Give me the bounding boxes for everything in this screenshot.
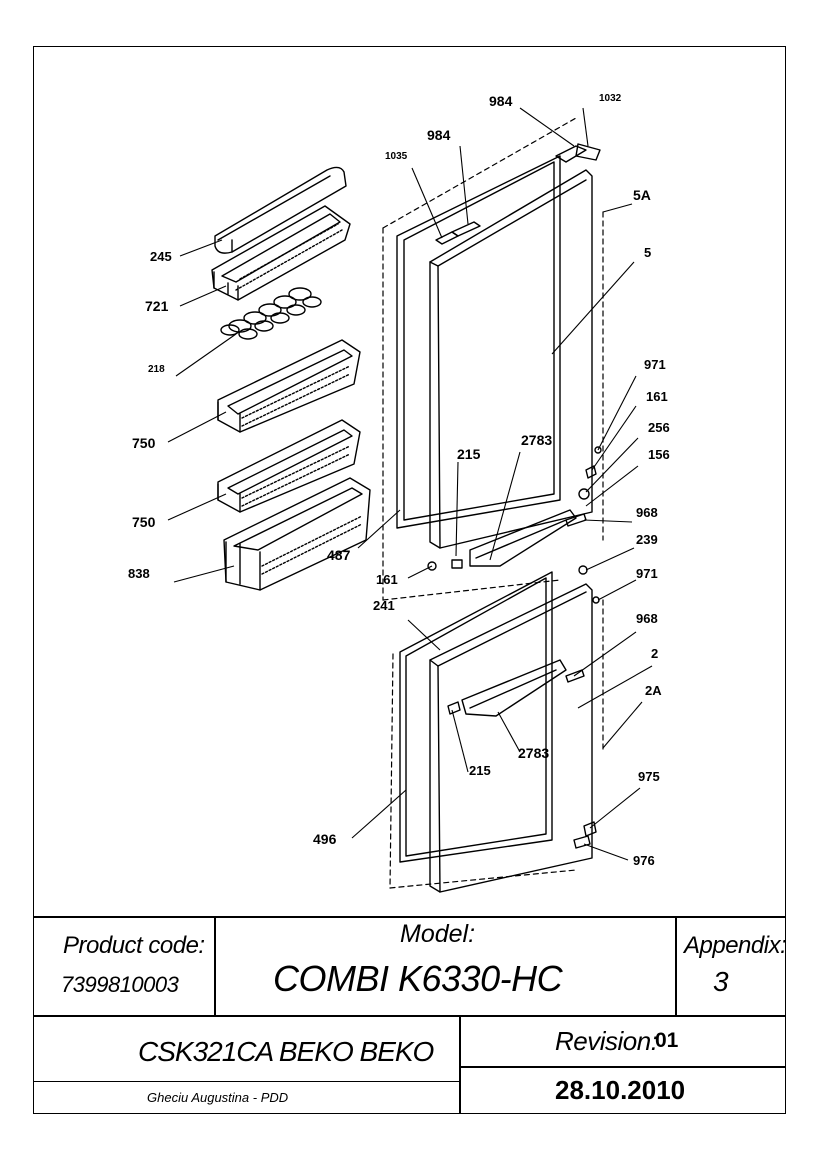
- part-label-968-lower: 968: [636, 611, 658, 626]
- part-label-984-top: 984: [489, 93, 513, 109]
- part-label-838: 838: [128, 566, 150, 581]
- part-label-971-lower: 971: [636, 566, 658, 581]
- exploded-view-drawing: [167, 107, 653, 893]
- part-label-750-bottom: 750: [132, 514, 156, 530]
- tb-divider-v3: [459, 1015, 461, 1114]
- tb-divider-middle: [33, 1015, 786, 1017]
- part-label-239: 239: [636, 532, 658, 547]
- hinge-cap-1035: [435, 231, 459, 245]
- part-label-245: 245: [150, 249, 172, 264]
- part-label-5: 5: [644, 245, 652, 260]
- part-971-upper: [594, 446, 602, 454]
- part-label-161-bottom: 161: [376, 572, 398, 587]
- part-label-218: 218: [148, 364, 165, 375]
- part-label-256: 256: [648, 420, 670, 435]
- part-161-clip: [451, 559, 463, 569]
- part-label-5A: 5A: [633, 187, 651, 203]
- lower-door-2: [429, 583, 593, 893]
- hinge-cap-984-top: [555, 145, 587, 163]
- appendix-label: Appendix:: [684, 932, 787, 959]
- part-label-984: 984: [427, 127, 451, 143]
- part-label-496: 496: [313, 831, 337, 847]
- tb-divider-top: [33, 916, 786, 918]
- appendix-number: 3: [713, 966, 729, 997]
- lower-handle-2783: [461, 659, 567, 717]
- egg-tray-218: [220, 287, 322, 340]
- revision-number: 01: [655, 1029, 679, 1052]
- part-label-241: 241: [373, 598, 395, 613]
- part-label-971-upper: 971: [644, 357, 666, 372]
- upper-door-envelope: [382, 117, 604, 601]
- tb-divider-revision: [459, 1066, 786, 1068]
- door-shelf-750-top: [217, 339, 361, 433]
- product-code: 7399810003: [61, 972, 179, 997]
- part-256: [578, 488, 590, 500]
- shelf-cover-245: [214, 166, 347, 254]
- part-label-975: 975: [638, 769, 660, 784]
- part-label-2: 2: [651, 646, 659, 661]
- hinge-cap-1032: [575, 143, 601, 161]
- revision-label: Revision:: [555, 1026, 658, 1056]
- drawing-sheet-border: [33, 46, 786, 1114]
- product-description: CSK321CA BEKO BEKO: [138, 1036, 434, 1067]
- part-161-right: [585, 465, 597, 479]
- upper-handle-2783: [469, 509, 577, 567]
- part-label-2783-lower: 2783: [518, 745, 550, 761]
- tb-divider-v1: [214, 916, 216, 1016]
- tb-divider-v2: [675, 916, 677, 1016]
- lower-door-gasket-496: [399, 571, 553, 863]
- part-label-721: 721: [145, 298, 169, 314]
- part-161-bottom: [427, 561, 437, 571]
- upper-door-gasket-487: [396, 155, 561, 529]
- part-label-968-upper: 968: [636, 505, 658, 520]
- part-label-487: 487: [327, 547, 351, 563]
- upper-door-5: [429, 169, 593, 549]
- door-shelf-750-bottom: [217, 419, 361, 513]
- tb-divider-author: [33, 1081, 460, 1082]
- part-976: [573, 835, 591, 849]
- part-968-lower: [565, 669, 585, 683]
- bottle-shelf-838: [223, 477, 371, 591]
- part-label-2A: 2A: [645, 683, 662, 698]
- part-975: [583, 821, 597, 837]
- model-name: COMBI K6330-HC: [273, 958, 563, 999]
- part-label-2783-upper: 2783: [521, 432, 553, 448]
- part-label-1032: 1032: [599, 93, 622, 104]
- part-215-lower: [447, 701, 461, 715]
- part-label-976: 976: [633, 853, 655, 868]
- part-label-1035: 1035: [385, 151, 408, 162]
- product-code-label: Product code:: [63, 932, 205, 959]
- revision-date: 28.10.2010: [555, 1075, 686, 1105]
- part-label-215-upper: 215: [457, 446, 481, 462]
- leader-lines: [167, 107, 653, 861]
- model-label: Model:: [400, 920, 476, 948]
- author: Gheciu Augustina - PDD: [147, 1090, 289, 1105]
- lower-door-envelope: [389, 599, 604, 889]
- part-239: [578, 565, 588, 575]
- part-label-156: 156: [648, 447, 670, 462]
- part-label-750-top: 750: [132, 435, 156, 451]
- part-label-161-right: 161: [646, 389, 668, 404]
- shelf-721: [211, 205, 351, 301]
- hinge-cap-984: [451, 221, 481, 237]
- title-block: Product code: 7399810003 Model: COMBI K6…: [33, 916, 787, 1114]
- part-label-215-lower: 215: [469, 763, 491, 778]
